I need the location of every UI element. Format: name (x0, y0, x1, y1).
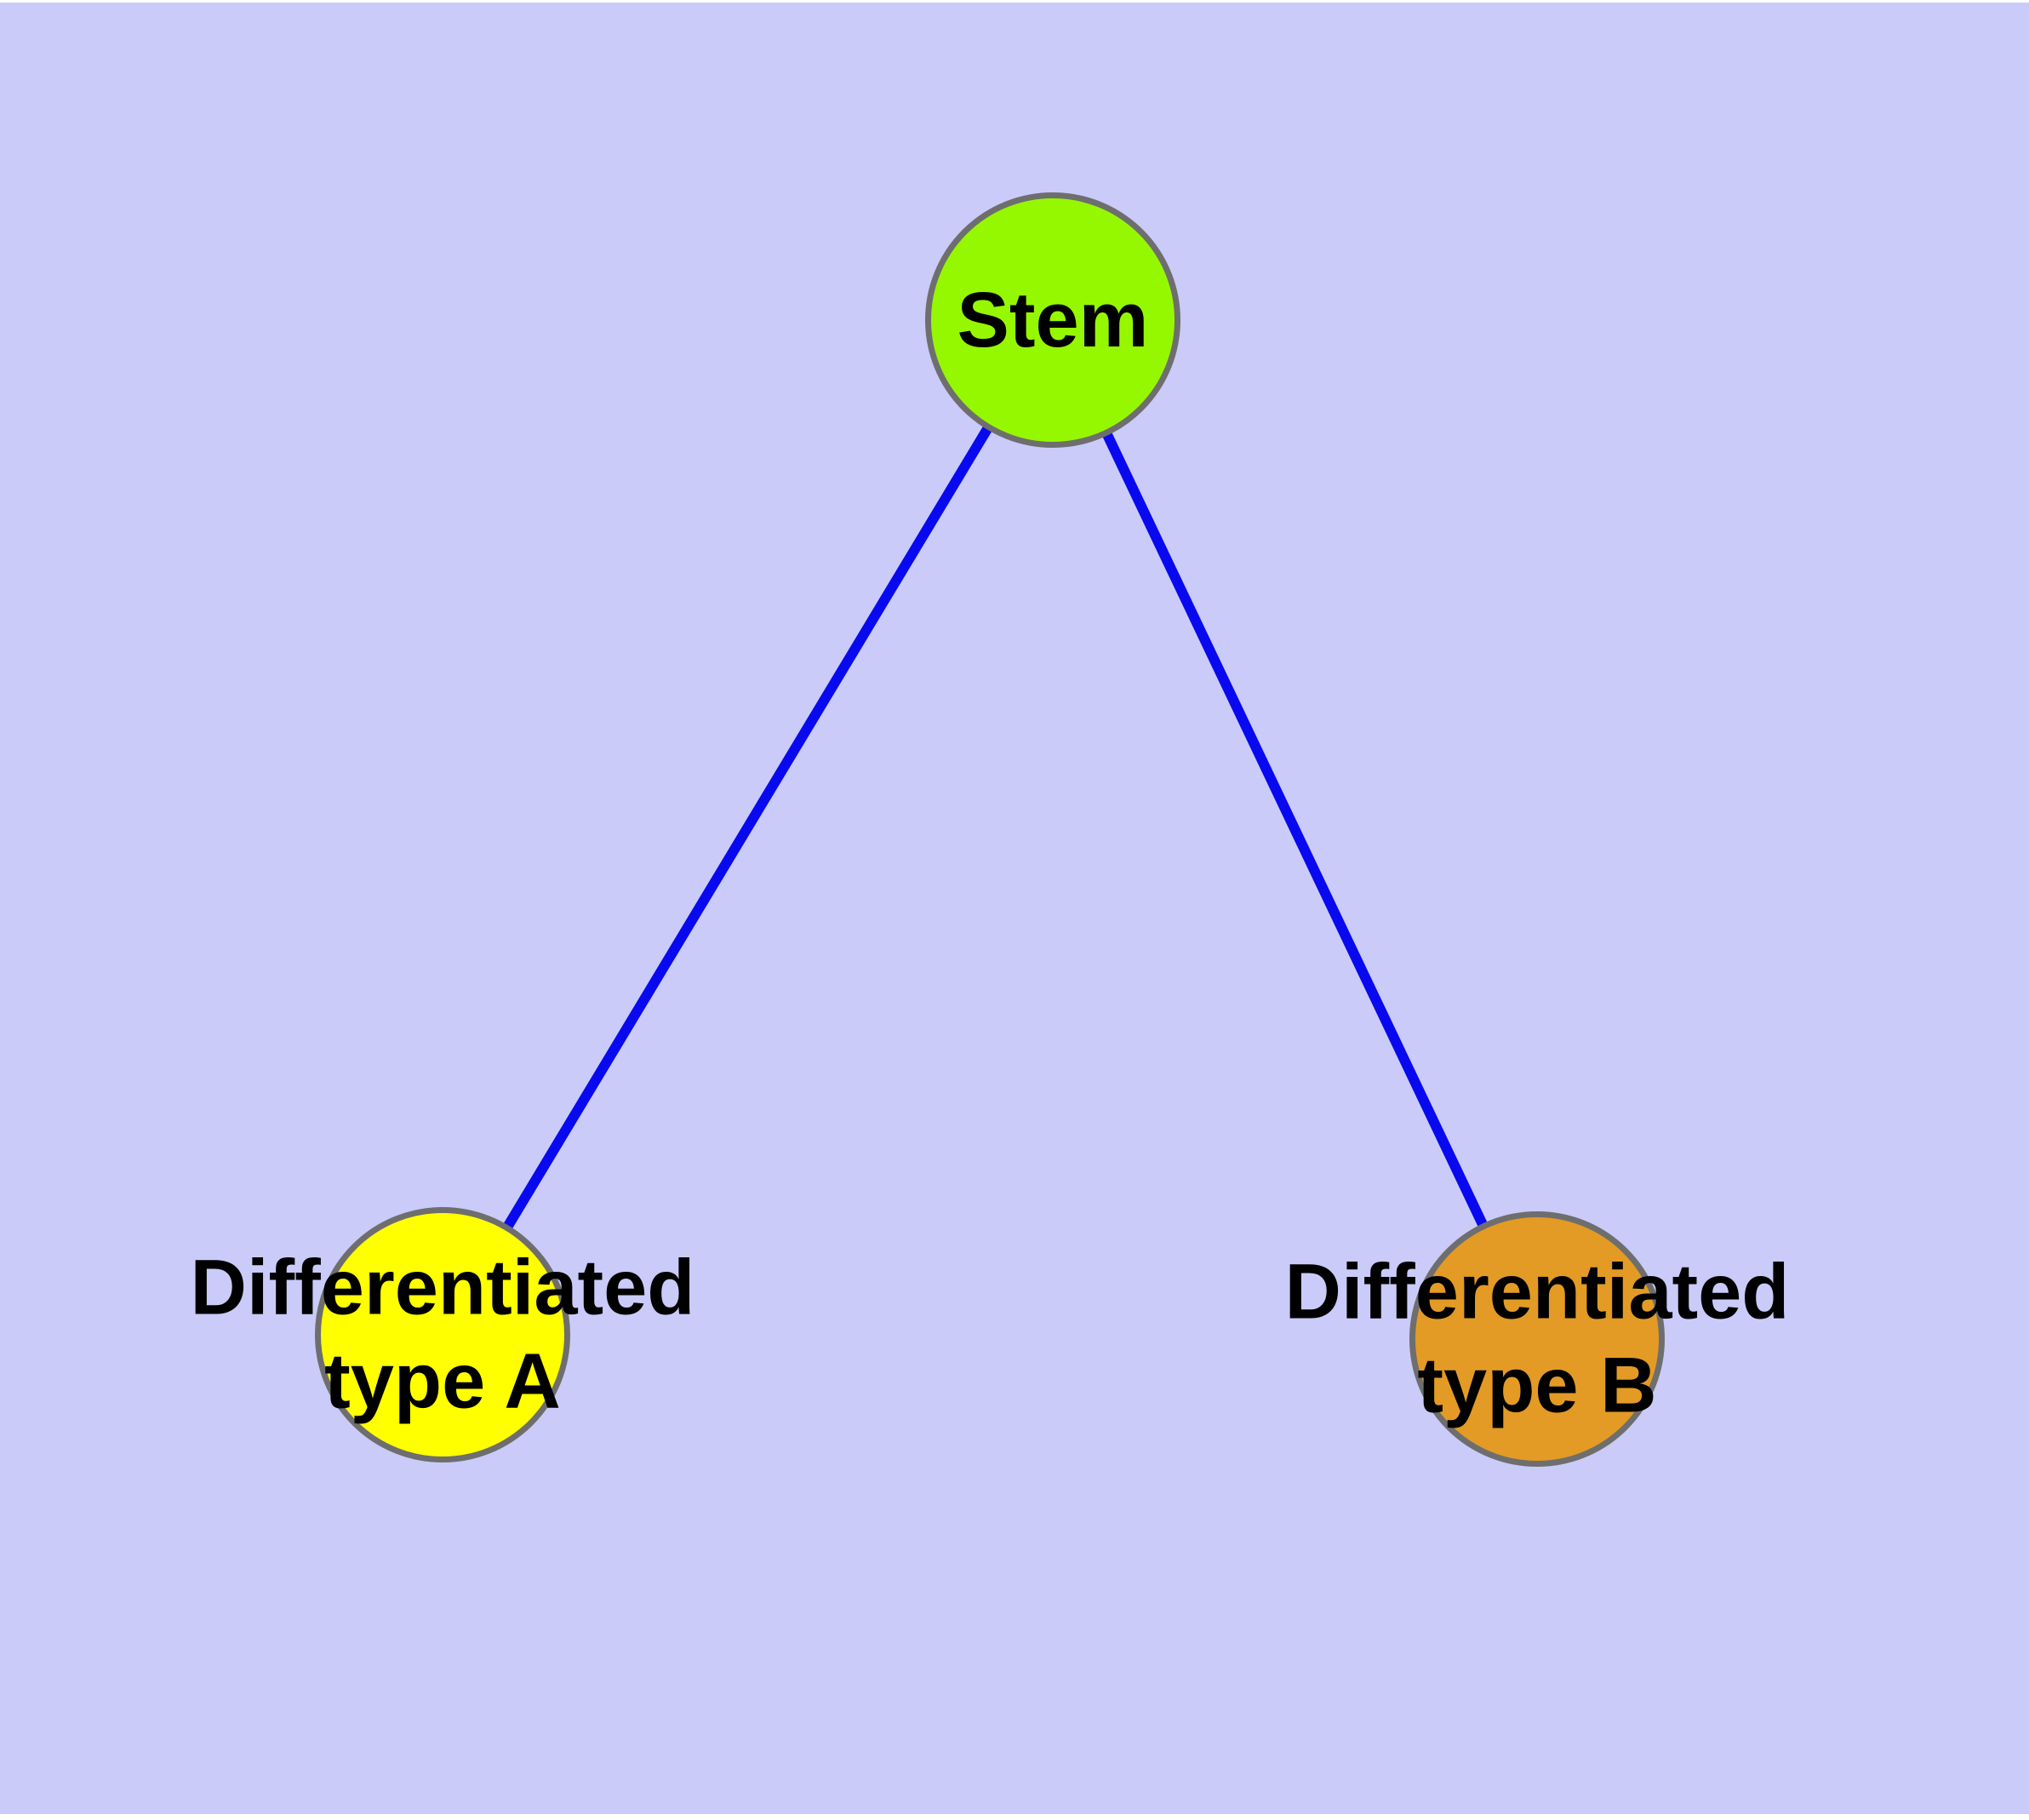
type-b-node-label: Differentiated type B (1285, 1245, 1790, 1434)
edge-layer (437, 317, 1542, 1342)
label-line: Differentiated (1284, 1248, 1790, 1336)
label-line: Differentiated (190, 1244, 695, 1331)
label-line: type B (1417, 1342, 1657, 1429)
differentiated-type-b-node[interactable] (1409, 1211, 1665, 1467)
diagram-canvas: Stem Differentiated type A Differentiate… (0, 3, 2029, 1814)
stem-node[interactable] (925, 192, 1180, 448)
type-a-node-label: Differentiated type A (191, 1241, 695, 1429)
label-line: type A (324, 1338, 561, 1425)
stem-node-label: Stem (957, 273, 1149, 367)
edge-stem-typeA (437, 317, 1058, 1338)
edge-stem-typeB (1048, 318, 1542, 1342)
label-line: Stem (957, 276, 1149, 363)
differentiated-type-a-node[interactable] (315, 1207, 570, 1462)
